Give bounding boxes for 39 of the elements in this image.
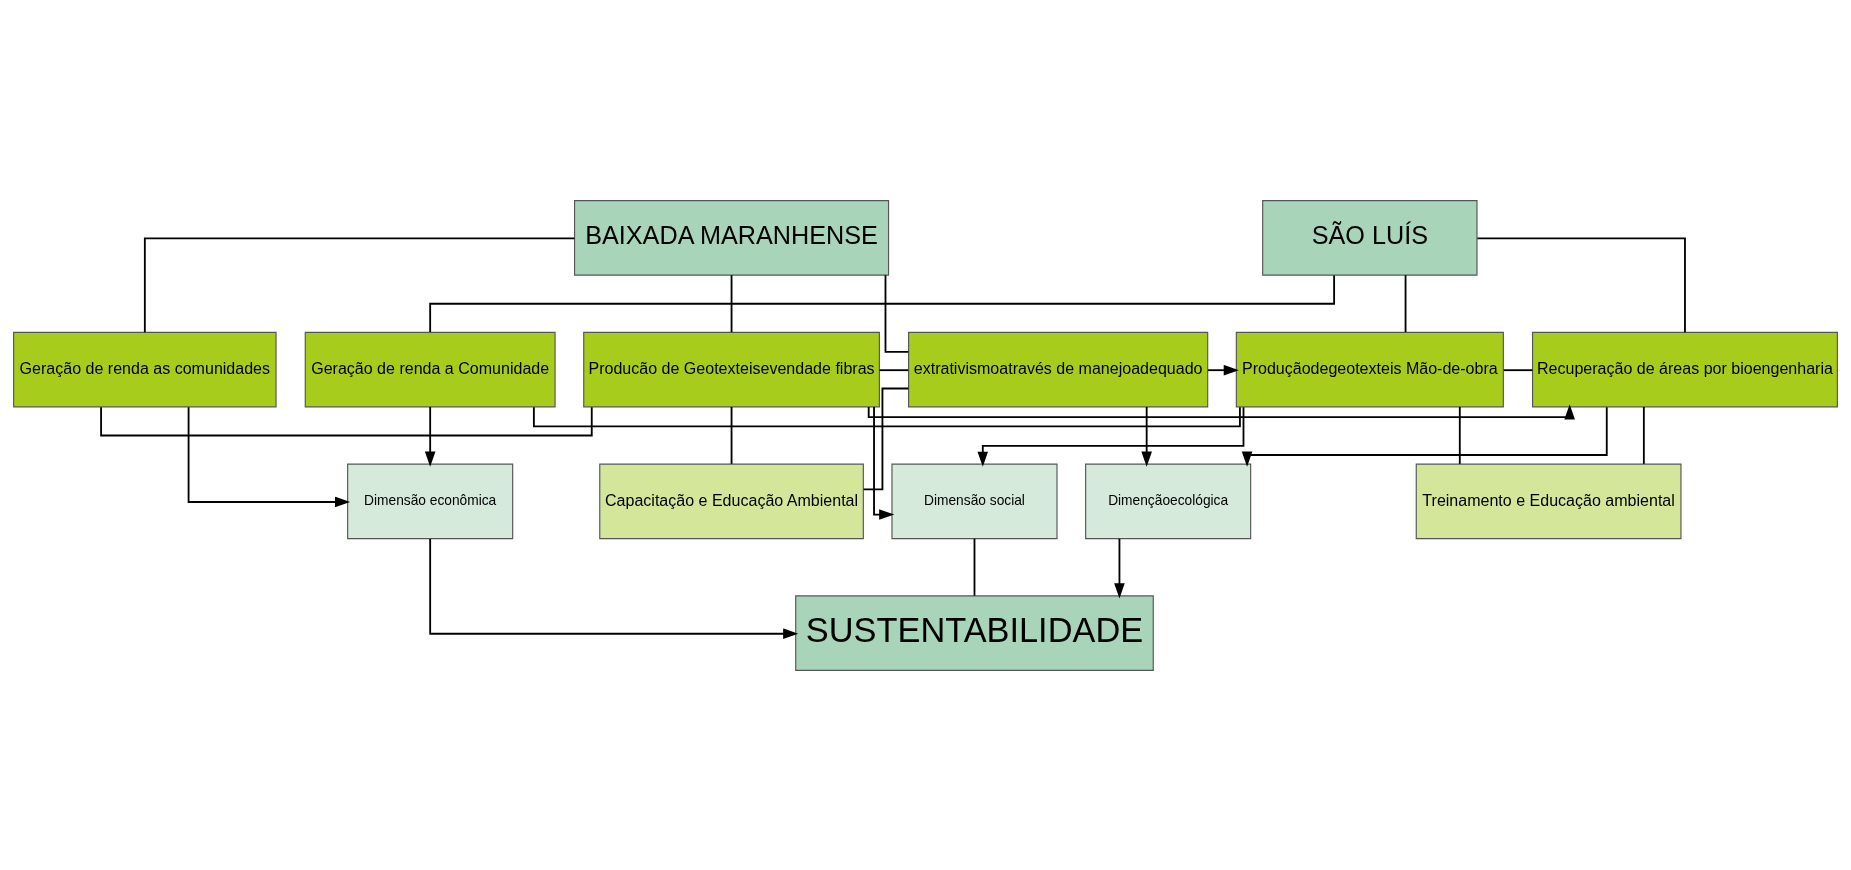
connector [1476, 237, 1686, 333]
connector [878, 368, 910, 371]
arrow [424, 405, 436, 467]
connector [884, 273, 910, 353]
connector [100, 405, 593, 436]
node-box: Producão de Geotexteisevendade fibras [583, 331, 880, 407]
arrow [1141, 405, 1152, 467]
connector [730, 273, 733, 333]
connector [730, 405, 733, 465]
node-box: BAIXADA MARANHENSE [574, 199, 890, 276]
arrow [1241, 405, 1608, 467]
connector [532, 405, 1241, 427]
connector [429, 273, 1336, 333]
connector [862, 387, 910, 490]
node-box: Produçãodegeotexteis Mão-de-obra [1235, 331, 1504, 407]
node-box: Recuperação de áreas por bioengenharia [1532, 331, 1838, 407]
node-box: Treinamento e Educação ambiental [1415, 463, 1682, 539]
connector [143, 237, 576, 333]
arrow [977, 405, 1245, 467]
connector [1642, 405, 1645, 465]
connector [1502, 368, 1534, 371]
arrow [429, 537, 799, 639]
arrow [187, 405, 351, 507]
connector [973, 537, 976, 597]
arrow [873, 405, 895, 520]
node-box: SUSTENTABILIDADE [795, 594, 1154, 671]
node-box: Dimensão econômica [347, 463, 514, 539]
node-box: extrativismoatravés de manejoadequado [908, 331, 1209, 407]
arrow [867, 403, 1575, 419]
node-box: Geração de renda as comunidades [13, 331, 277, 407]
node-box: Dimensão social [891, 463, 1058, 539]
node-box: Capacitação e Educação Ambiental [599, 463, 864, 539]
connector [1404, 273, 1407, 333]
connector [1458, 405, 1461, 465]
node-box: Geração de renda a Comunidade [304, 331, 556, 407]
arrow [1114, 537, 1125, 598]
node-box: Dimençãoecológica [1085, 463, 1252, 539]
arrow [1207, 364, 1239, 375]
node-box: SÃO LUÍS [1262, 199, 1478, 276]
